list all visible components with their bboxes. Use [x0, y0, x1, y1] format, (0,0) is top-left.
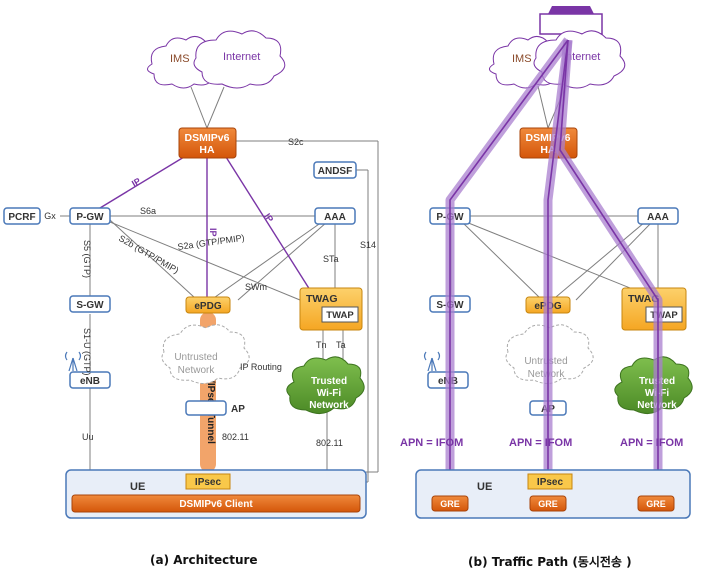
twap-label: TWAP [326, 310, 354, 321]
caption-traffic-path: (b) Traffic Path (동시전송 ) [468, 555, 632, 569]
trusted-label-2: Wi-Fi [317, 388, 342, 399]
ip-label-1: IP [130, 176, 142, 189]
ap-label: AP [231, 404, 245, 415]
trusted-label-1: Trusted [311, 376, 347, 387]
wifi-label-a1: 802.11 [222, 432, 249, 442]
enb-label: eNB [80, 376, 100, 387]
ipsec-label: IPsec [195, 477, 222, 488]
ip-label-2: IP [208, 228, 218, 237]
panel-architecture: MOBIKE/IPsec Tunnel IMS Internet DSMIPv6… [3, 30, 379, 519]
sta-label: STa [323, 254, 339, 264]
pcrf-label: PCRF [8, 212, 35, 223]
apn-label-1: APN = IFOM [400, 437, 463, 449]
enb-node: eNB [64, 351, 111, 389]
trusted-wifi-cloud: Trusted Wi-Fi Network [286, 356, 365, 414]
ipsec-label-b: IPsec [537, 477, 564, 488]
panel-traffic-path: IMS Internet DSMIPv6 HA P-GW AAA S-GW eP… [400, 6, 693, 519]
twag-label: TWAG [306, 293, 338, 305]
gre-box-3 [637, 495, 675, 512]
internet-cloud-b [533, 30, 626, 89]
untrusted-network-cloud: Untrusted Network [161, 324, 250, 384]
ue-label-b: UE [477, 481, 492, 493]
s5-label: S5 (GTP) [82, 240, 92, 278]
ipsec-box-b [527, 473, 573, 490]
ue-label-a: UE [130, 481, 145, 493]
ta-label: Ta [336, 340, 346, 350]
uu-label: Uu [82, 432, 94, 442]
apn-label-2: APN = IFOM [509, 437, 572, 449]
pgw-label: P-GW [76, 212, 104, 223]
apn-labels: APN = IFOM APN = IFOM APN = IFOM [400, 437, 683, 449]
trusted-cloud-b [614, 356, 693, 414]
wifi-label-a2: 802.11 [316, 438, 343, 448]
ha-node: DSMIPv6 HA [178, 127, 237, 159]
ip-links-a [99, 156, 311, 298]
internet-label: Internet [223, 51, 260, 63]
ap-node: AP [185, 400, 245, 416]
ims-label-b: IMS [512, 53, 532, 65]
ip-label-3: IP [262, 211, 275, 224]
pcrf-node: PCRF [3, 207, 41, 225]
ha-label-2: HA [199, 144, 215, 156]
apn-label-3: APN = IFOM [620, 437, 683, 449]
ha-label-1: DSMIPv6 [185, 132, 230, 144]
twag-node: TWAG TWAP [299, 287, 363, 331]
s1u-label: S1-U (GTP) [82, 328, 92, 376]
antenna-icon-b [423, 351, 441, 372]
server-icon [539, 6, 603, 35]
swm-label: SWm [245, 282, 267, 292]
untrusted-label-1: Untrusted [174, 352, 217, 363]
andsf-node: ANDSF [313, 161, 357, 179]
aaa-label: AAA [324, 212, 346, 223]
ims-label: IMS [170, 53, 190, 65]
epdg-label: ePDG [194, 301, 221, 312]
trusted-label-3: Network [309, 400, 349, 411]
ue-box-b [415, 469, 691, 519]
internet-label-b: Internet [563, 51, 600, 63]
twap-label-b: TWAP [650, 310, 678, 321]
tn-label: Tn [316, 340, 327, 350]
s2c-label: S2c [288, 137, 304, 147]
links-a [60, 86, 379, 483]
gre-box-2 [529, 495, 567, 512]
sgw-node: S-GW [69, 295, 111, 313]
gre-label-2: GRE [538, 499, 558, 509]
gre-box-1 [431, 495, 469, 512]
s14-label: S14 [360, 240, 376, 250]
dsmip-client-label: DSMIPv6 Client [179, 499, 253, 510]
sgw-label: S-GW [76, 300, 104, 311]
untrusted-label-2: Network [178, 365, 216, 376]
caption-architecture: (a) Architecture [150, 553, 258, 567]
andsf-label: ANDSF [318, 166, 352, 177]
gre-label-1: GRE [440, 499, 460, 509]
aaa-label-b: AAA [647, 212, 669, 223]
epdg-node: ePDG [185, 296, 231, 314]
s2b-label: S2b (GTP/PMIP) [117, 233, 180, 275]
aaa-node-b [637, 207, 679, 225]
tunnel-label: MOBIKE/IPsec Tunnel [205, 340, 216, 444]
internet-cloud: Internet [193, 30, 286, 89]
antenna-icon [64, 351, 82, 372]
s6a-label: S6a [140, 206, 156, 216]
gx-label: Gx [44, 211, 56, 221]
ue-box-a: UE IPsec DSMIPv6 Client [65, 469, 367, 519]
traffic-path-cores [443, 39, 665, 491]
aaa-node: AAA [314, 207, 356, 225]
pgw-node: P-GW [69, 207, 111, 225]
gre-label-3: GRE [646, 499, 666, 509]
ip-routing-label: IP Routing [240, 362, 282, 372]
